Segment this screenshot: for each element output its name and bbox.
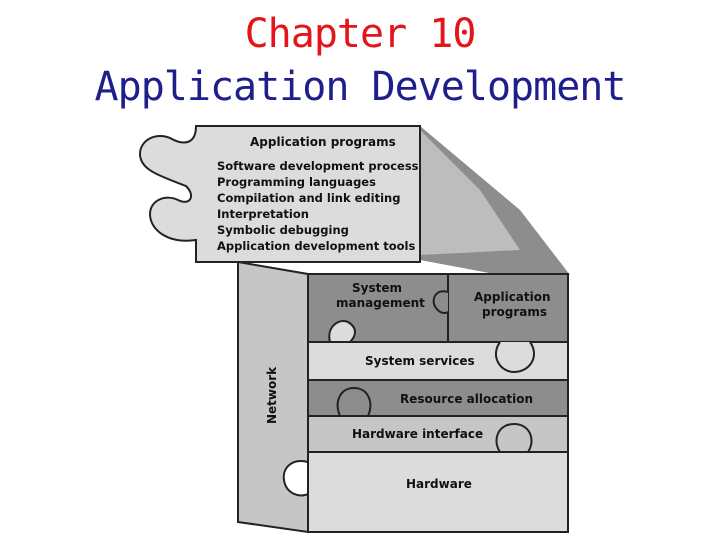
hardware-label: Hardware bbox=[406, 477, 472, 491]
resource-allocation-label: Resource allocation bbox=[400, 392, 533, 406]
puzzle-knob-resource-allocation bbox=[338, 388, 371, 416]
system-management-label: management bbox=[336, 296, 425, 310]
system-management-label: System bbox=[352, 281, 402, 295]
top-piece-shadow-light bbox=[420, 130, 520, 255]
top-piece-heading: Application programs bbox=[250, 135, 396, 149]
puzzle-knob-hardware-interface bbox=[496, 424, 531, 452]
application-programs-label: Application bbox=[474, 290, 551, 304]
top-piece-item: Software development process bbox=[217, 159, 419, 173]
top-piece-item: Interpretation bbox=[217, 207, 309, 221]
top-piece-item: Symbolic debugging bbox=[217, 223, 349, 237]
system-services-label: System services bbox=[365, 354, 475, 368]
puzzle-knob-system-services bbox=[496, 342, 534, 372]
application-programs-label: programs bbox=[482, 305, 547, 319]
top-piece-item: Programming languages bbox=[217, 175, 376, 189]
layer-hardware bbox=[308, 452, 568, 532]
hardware-interface-label: Hardware interface bbox=[352, 427, 483, 441]
top-piece-item: Application development tools bbox=[217, 239, 415, 253]
network-label: Network bbox=[265, 366, 279, 424]
top-piece-item: Compilation and link editing bbox=[217, 191, 400, 205]
